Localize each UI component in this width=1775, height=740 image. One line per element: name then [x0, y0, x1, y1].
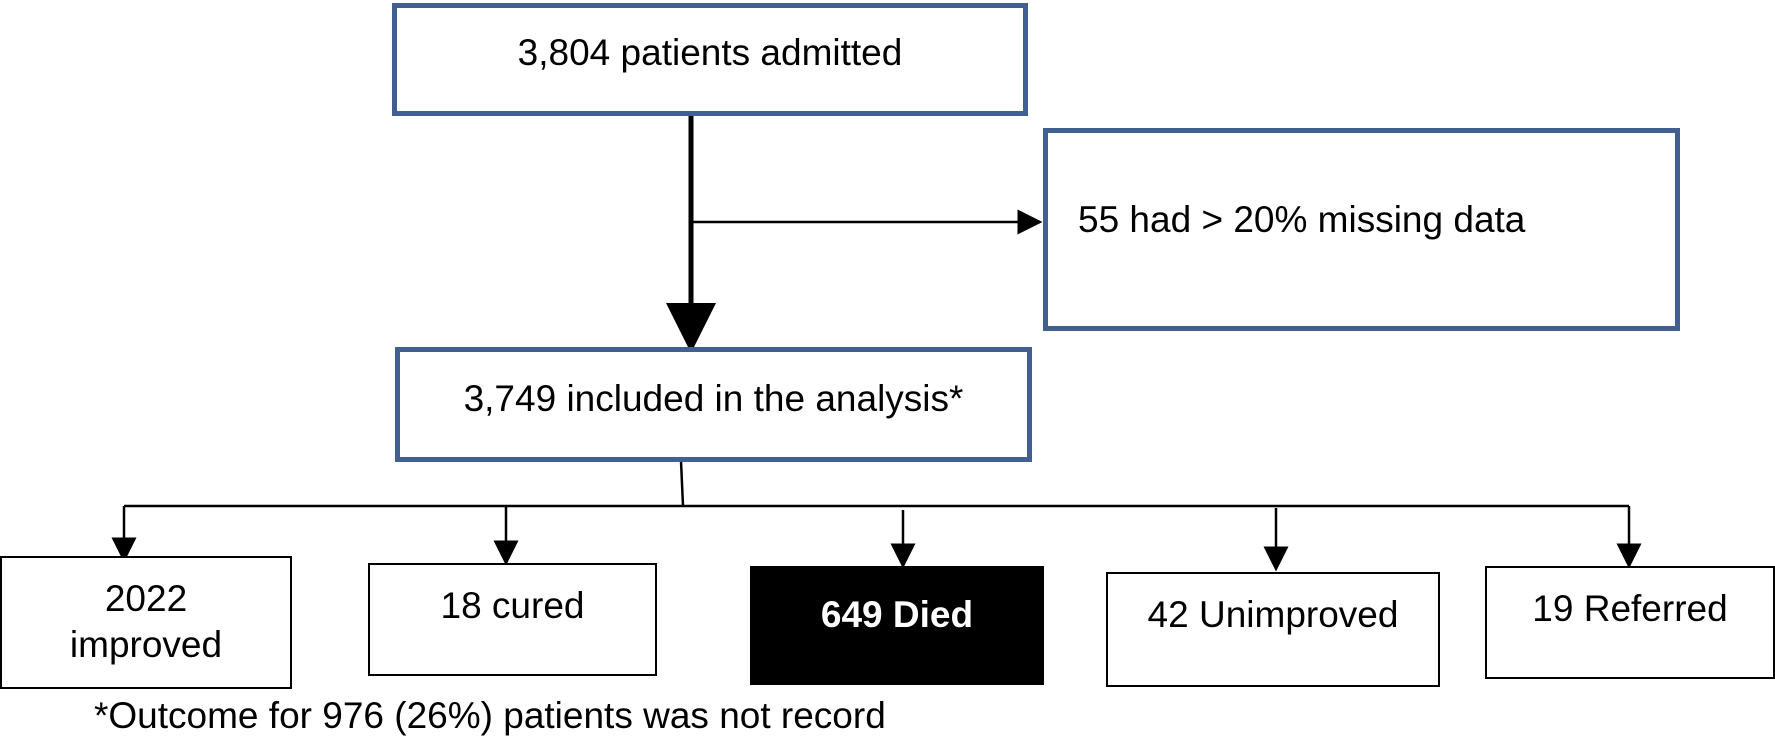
outcome-referred-box: 19 Referred	[1485, 566, 1775, 679]
outcome-died-box: 649 Died	[750, 566, 1044, 685]
outcome-cured-box: 18 cured	[368, 563, 657, 676]
outcome-died-label: 649 Died	[820, 594, 974, 635]
admitted-label: 3,804 patients admitted	[517, 32, 903, 73]
outcome-referred-label: 19 Referred	[1532, 588, 1728, 629]
included-connector	[679, 460, 685, 507]
excluded-box: 55 had > 20% missing data	[1043, 128, 1680, 331]
outcome-cured-label: 18 cured	[440, 585, 585, 626]
included-label: 3,749 included in the analysis*	[463, 378, 964, 419]
outcome-unimproved-label: 42 Unimproved	[1147, 594, 1399, 635]
outcome-unimproved-box: 42 Unimproved	[1106, 572, 1440, 687]
admitted-box: 3,804 patients admitted	[392, 3, 1028, 116]
excluded-label: 55 had > 20% missing data	[1078, 199, 1526, 240]
outcome-improved-box: 2022 improved	[0, 556, 292, 689]
outcome-improved-label: improved	[69, 624, 223, 665]
outcome-improved-count: 2022	[104, 578, 188, 619]
included-box: 3,749 included in the analysis*	[395, 347, 1032, 462]
footnote: *Outcome for 976 (26%) patients was not …	[94, 695, 886, 736]
